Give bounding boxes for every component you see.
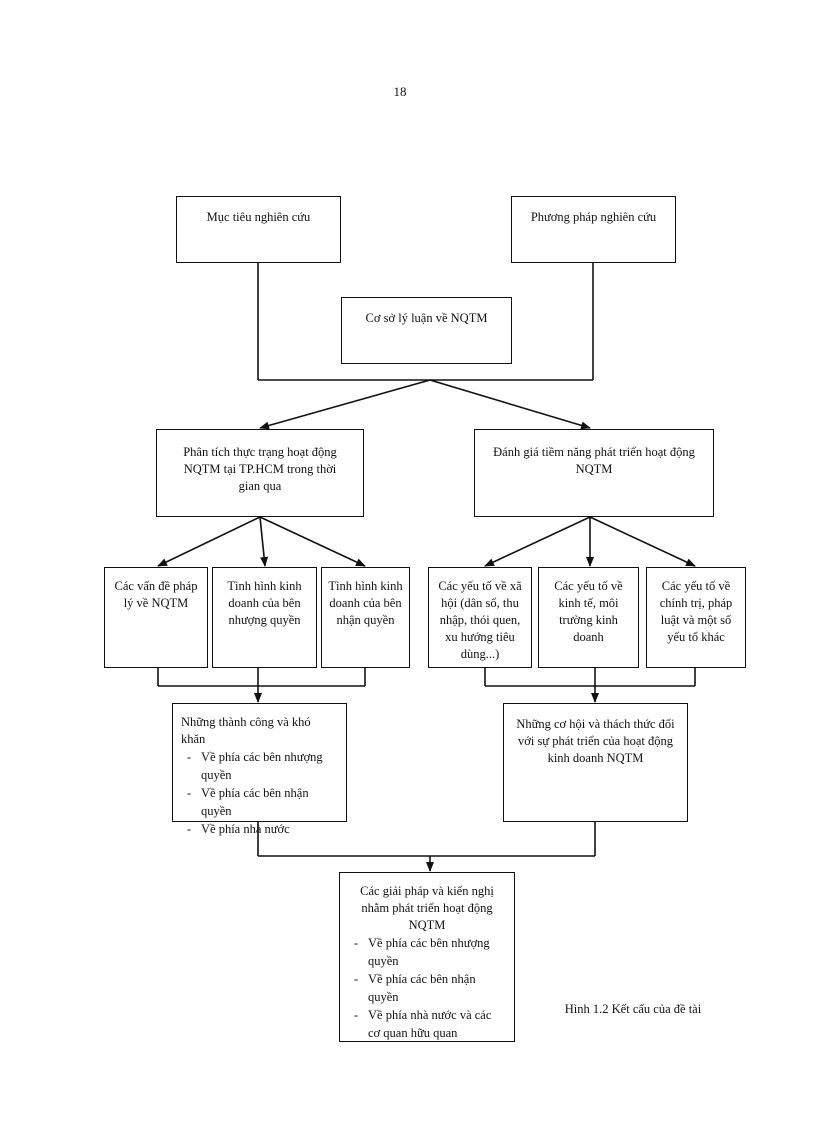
list-item: Về phía nhà nước và các cơ quan hữu quan xyxy=(348,1006,506,1042)
political-text: Các yếu tố về chính trị, pháp luật và mộ… xyxy=(659,579,733,644)
list-item: Về phía các bên nhượng quyền xyxy=(181,748,338,784)
method-text: Phương pháp nghiên cứu xyxy=(530,210,657,224)
franchisor-text: Tình hình kinh doanh của bên nhượng quyề… xyxy=(227,579,302,627)
objective-text: Mục tiêu nghiên cứu xyxy=(206,210,311,224)
arrow-to-political xyxy=(589,516,696,567)
box-solutions: Các giải pháp và kiến nghị nhằm phát tri… xyxy=(339,872,515,1042)
arrow-to-franchisee xyxy=(259,516,366,567)
box-theory: Cơ sở lý luận về NQTM xyxy=(341,297,512,364)
legal-text: Các vấn đề pháp lý về NQTM xyxy=(114,579,198,610)
solutions-title: Các giải pháp và kiến nghị nhằm phát tri… xyxy=(360,884,494,932)
page-number: 18 xyxy=(393,84,407,99)
arrow-to-analysis xyxy=(259,379,431,430)
potential-text: Đánh giá tiềm năng phát triển hoạt động … xyxy=(493,445,695,476)
box-political: Các yếu tố về chính trị, pháp luật và mộ… xyxy=(646,567,746,668)
box-objective: Mục tiêu nghiên cứu xyxy=(176,196,341,263)
economic-text: Các yếu tố về kinh tế, môi trường kinh d… xyxy=(554,579,623,644)
list-item: Về phía các bên nhận quyền xyxy=(348,970,506,1006)
box-economic: Các yếu tố về kinh tế, môi trường kinh d… xyxy=(538,567,639,668)
achievements-list: Về phía các bên nhượng quyền Về phía các… xyxy=(181,748,338,838)
box-social: Các yếu tố về xã hội (dân số, thu nhập, … xyxy=(428,567,532,668)
list-item: Về phía nhà nước xyxy=(181,820,338,838)
theory-text: Cơ sở lý luận về NQTM xyxy=(365,311,488,325)
box-analysis: Phân tích thực trạng hoạt động NQTM tại … xyxy=(156,429,364,517)
box-legal: Các vấn đề pháp lý về NQTM xyxy=(104,567,208,668)
arrow-to-franchisor xyxy=(259,516,269,567)
social-text: Các yếu tố về xã hội (dân số, thu nhập, … xyxy=(438,579,522,661)
figure-caption: Hình 1.2 Kết cấu của đề tài xyxy=(564,1002,702,1016)
list-item: Về phía các bên nhận quyền xyxy=(181,784,338,820)
arrow-to-social xyxy=(484,516,591,567)
achievements-title: Những thành công và khó khăn xyxy=(181,715,311,746)
box-franchisor: Tình hình kinh doanh của bên nhượng quyề… xyxy=(212,567,317,668)
box-potential: Đánh giá tiềm năng phát triển hoạt động … xyxy=(474,429,714,517)
franchisee-text: Tình hình kinh doanh của bên nhận quyền xyxy=(328,579,403,627)
box-franchisee: Tình hình kinh doanh của bên nhận quyền xyxy=(321,567,410,668)
opportunities-text: Những cơ hội và thách thức đối với sự ph… xyxy=(516,717,675,765)
box-achievements: Những thành công và khó khăn Về phía các… xyxy=(172,703,347,838)
arrow-to-legal xyxy=(157,516,261,567)
solutions-list: Về phía các bên nhượng quyền Về phía các… xyxy=(348,934,506,1042)
box-method: Phương pháp nghiên cứu xyxy=(511,196,676,263)
analysis-text: Phân tích thực trạng hoạt động NQTM tại … xyxy=(183,445,337,493)
list-item: Về phía các bên nhượng quyền xyxy=(348,934,506,970)
arrow-to-potential xyxy=(429,379,591,430)
box-opportunities: Những cơ hội và thách thức đối với sự ph… xyxy=(503,703,688,822)
